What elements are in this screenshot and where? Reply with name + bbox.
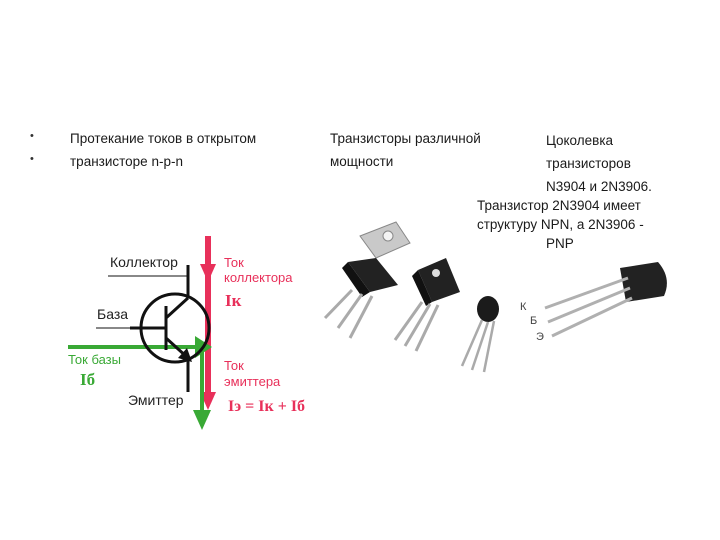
emitter-arrowhead [178, 348, 192, 362]
bullet-2: • [30, 153, 34, 165]
collector-current-label-2: коллектора [224, 270, 293, 285]
pin-label-emitter: Э [536, 331, 544, 343]
emitter-current-label-1: Ток [224, 358, 244, 373]
to92-small-transistor-image [460, 296, 499, 373]
emitter-label: Эмиттер [128, 392, 184, 408]
base-current-symbol: Iб [80, 370, 96, 389]
collector-current-label-1: Ток [224, 255, 244, 270]
middle-text-line-1: Транзисторы различной [330, 131, 481, 146]
right-text-line-3: N3904 и 2N3906. [546, 179, 652, 194]
emitter-current-formula: Iэ = Iк + Iб [228, 398, 306, 415]
to126-transistor-image [393, 258, 460, 352]
base-label: База [97, 306, 129, 322]
bullet-1: • [30, 130, 34, 142]
right-text-line-2: транзисторов [546, 156, 631, 171]
right-text-line-5: структуру NPN, а 2N3906 - [477, 217, 644, 232]
left-text-line-2: транзисторе n-p-n [70, 154, 183, 169]
right-text-line-6: PNP [546, 236, 574, 251]
right-text-line-4: Транзистор 2N3904 имеет [477, 198, 641, 213]
middle-text-line-2: мощности [330, 154, 394, 169]
collector-label: Коллектор [110, 254, 178, 270]
emitter-current-label-2: эмиттера [224, 374, 281, 389]
pin-label-collector: К [520, 301, 527, 313]
base-current-label: Ток базы [68, 352, 121, 367]
collector-current-symbol: Iк [225, 291, 242, 310]
left-text-line-1: Протекание токов в открытом [70, 131, 257, 146]
right-text-line-1: Цоколевка [546, 133, 614, 148]
to220-transistor-image [323, 221, 411, 339]
npn-transistor-symbol [130, 265, 211, 392]
to92-pinout-transistor-image [544, 262, 667, 338]
pin-label-base: Б [530, 315, 538, 327]
